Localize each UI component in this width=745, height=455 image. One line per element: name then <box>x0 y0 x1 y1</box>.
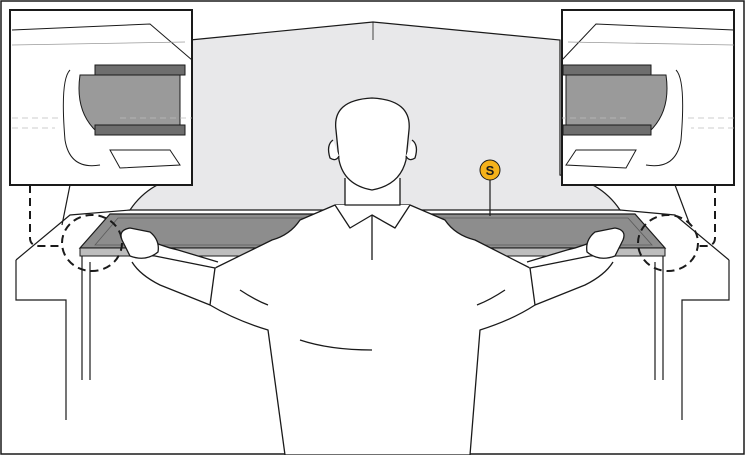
detail-view-right <box>562 10 734 185</box>
callout-label: S <box>486 163 495 178</box>
detail-view-left <box>10 10 192 185</box>
